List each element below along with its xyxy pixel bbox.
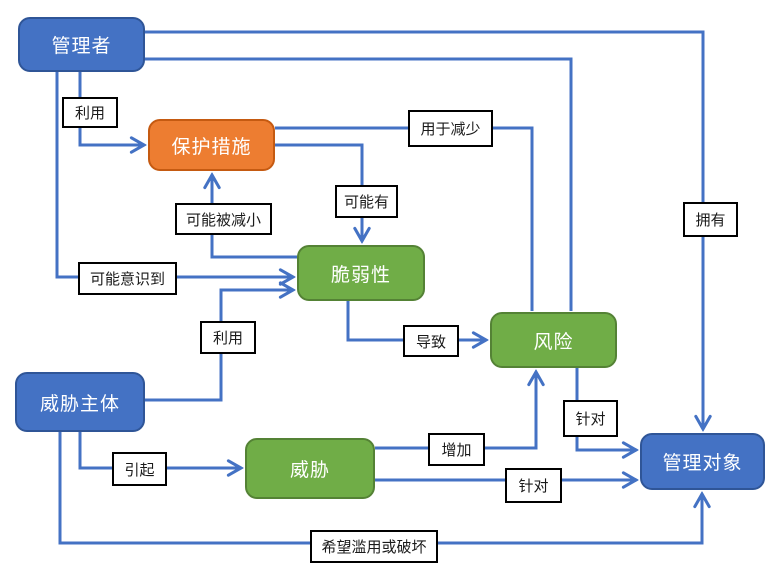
- node-risk: 风险: [490, 312, 617, 368]
- edge-manager-safeguards: [78, 72, 144, 145]
- edge-label-threat-agent-exploits: 利用: [200, 321, 256, 354]
- node-vulnerability: 脆弱性: [297, 245, 425, 301]
- edge-label-threat-targets: 针对: [505, 468, 562, 503]
- edge-label-wishes-to-abuse-or-damage: 希望滥用或破坏: [310, 530, 438, 563]
- edge-label-increases: 增加: [428, 433, 485, 466]
- node-safeguards: 保护措施: [148, 119, 275, 171]
- edge-label-used-to-reduce: 用于减少: [408, 110, 493, 147]
- edge-label-owns: 拥有: [683, 202, 738, 237]
- edge-risk-managed-object: [575, 368, 636, 450]
- edge-label-gives-rise-to: 引起: [112, 452, 167, 486]
- edge-safeguards-risk: [275, 126, 534, 311]
- edge-manager-risk: [145, 57, 573, 311]
- node-manager: 管理者: [18, 17, 145, 72]
- edge-label-leads-to: 导致: [403, 325, 459, 357]
- edge-label-risk-targets: 针对: [563, 400, 618, 437]
- edge-label-manager-uses: 利用: [62, 97, 118, 128]
- node-threat-agent: 威胁主体: [15, 372, 145, 432]
- edge-vulnerability-safeguards: [212, 175, 297, 259]
- edge-label-may-have: 可能有: [335, 185, 398, 218]
- edge-label-may-be-reduced: 可能被减小: [175, 203, 272, 235]
- node-managed-object: 管理对象: [640, 433, 765, 490]
- edge-threat-agent-threat: [78, 432, 241, 468]
- node-threat: 威胁: [245, 438, 375, 499]
- edge-label-may-be-aware-of: 可能意识到: [78, 262, 177, 295]
- edge-manager-vulnerability: [55, 72, 293, 277]
- edge-manager-managed-object: [145, 30, 703, 429]
